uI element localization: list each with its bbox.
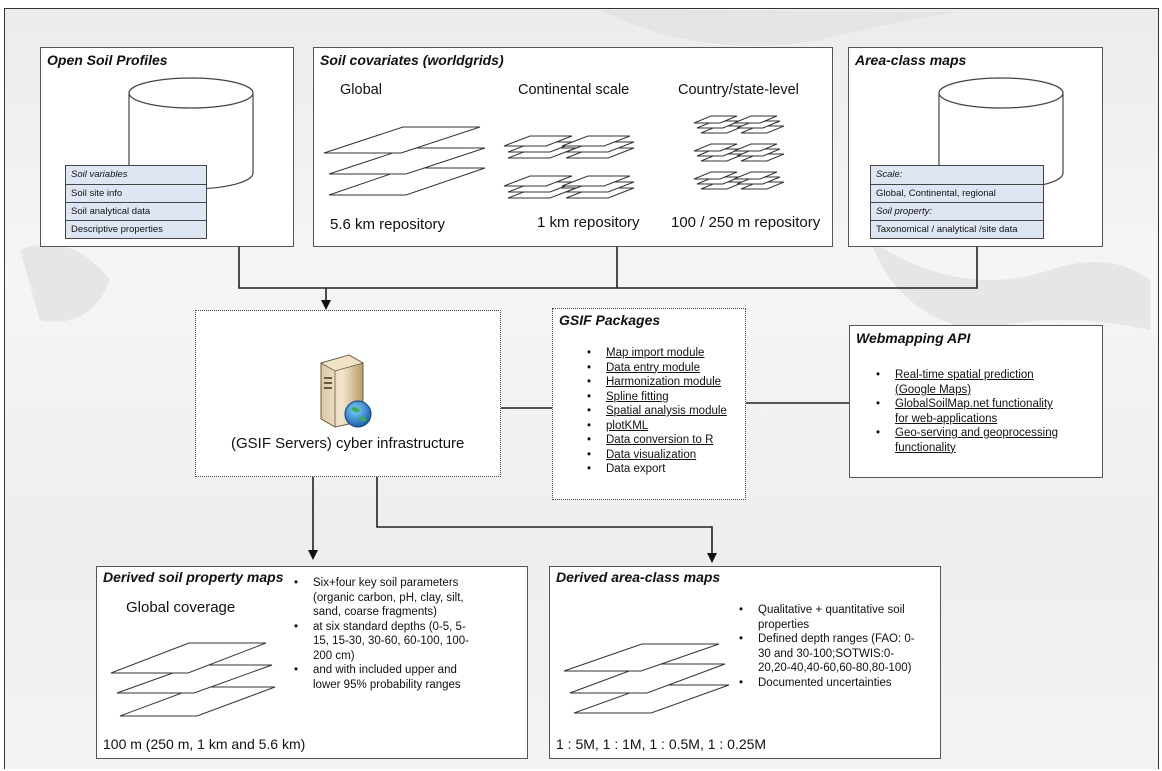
derived-soil-property-maps-title: Derived soil property maps <box>103 569 284 585</box>
gsif-packages-list: Map import module Data entry module Harm… <box>587 346 727 477</box>
table-row: Soil variables <box>71 169 128 180</box>
list-item: Qualitative + quantitative soilpropertie… <box>739 603 915 632</box>
webmapping-api-list: Real-time spatial prediction(Google Maps… <box>876 368 1058 455</box>
covariate-layer-stacks <box>323 115 785 199</box>
servers-label: (GSIF Servers) cyber infrastructure <box>231 435 465 452</box>
country-label: Country/state-level <box>678 82 799 98</box>
area-class-data-table: Scale: Global, Continental, regional Soi… <box>870 165 1044 239</box>
soil-covariates-title: Soil covariates (worldgrids) <box>320 52 504 68</box>
list-item[interactable]: Data conversion to R <box>587 433 727 448</box>
list-item: at six standard depths (0-5, 5-15, 15-30… <box>294 620 469 664</box>
layer-sheet-icon <box>563 643 720 672</box>
table-row: Soil analytical data <box>66 202 206 220</box>
table-row: Scale: <box>876 169 903 180</box>
list-item[interactable]: Spline fitting <box>587 390 727 405</box>
list-item: Defined depth ranges (FAO: 0-30 and 30-1… <box>739 632 915 676</box>
open-soil-profiles-box: Open Soil Profiles Soil variables Soil s… <box>40 47 294 247</box>
open-soil-profiles-title: Open Soil Profiles <box>47 52 168 68</box>
soil-covariates-box: Soil covariates (worldgrids) Global Cont… <box>313 47 833 247</box>
list-item: Data export <box>587 462 727 477</box>
resolution-label: 100 m (250 m, 1 km and 5.6 km) <box>103 736 306 752</box>
layer-sheet-icon <box>573 684 730 714</box>
list-item[interactable]: Data entry module <box>587 361 727 376</box>
table-row: Taxonomical / analytical /site data <box>871 220 1043 238</box>
table-row: Soil site info <box>66 184 206 202</box>
list-item[interactable]: Real-time spatial prediction(Google Maps… <box>876 368 1058 397</box>
global-repository-label: 5.6 km repository <box>330 216 446 233</box>
soil-profile-data-table: Soil variables Soil site info Soil analy… <box>65 165 207 239</box>
derived-area-class-maps-title: Derived area-class maps <box>556 569 721 585</box>
table-row: Global, Continental, regional <box>871 184 1043 202</box>
layer-sheet-icon <box>119 686 276 717</box>
area-class-layer-stack <box>563 643 730 714</box>
continental-repository-label: 1 km repository <box>537 214 640 231</box>
webmapping-api-title: Webmapping API <box>856 330 971 346</box>
layer-sheet-icon <box>110 642 267 674</box>
layer-sheet-icon <box>328 147 486 175</box>
derived-soil-property-maps-box: Derived soil property maps Global covera… <box>96 566 528 759</box>
list-item: Documented uncertainties <box>739 676 915 691</box>
gsif-packages-title: GSIF Packages <box>559 312 661 328</box>
scales-label: 1 : 5M, 1 : 1M, 1 : 0.5M, 1 : 0.25M <box>556 736 767 752</box>
background-map-shapes <box>20 10 1150 330</box>
list-item: Six+four key soil parameters(organic car… <box>294 576 469 620</box>
list-item[interactable]: Map import module <box>587 346 727 361</box>
list-item[interactable]: Data visualization <box>587 448 727 463</box>
list-item[interactable]: Spatial analysis module <box>587 404 727 419</box>
server-globe-icon <box>319 354 372 428</box>
layer-sheet-icon <box>116 664 273 694</box>
connector-server-area <box>376 477 713 553</box>
arrowhead-soil <box>308 550 318 560</box>
gsif-servers-box: (GSIF Servers) cyber infrastructure <box>195 310 501 477</box>
webmapping-api-box: Webmapping API Real-time spatial predict… <box>849 325 1103 478</box>
layer-sheet-icon <box>323 126 481 154</box>
soil-property-layer-stack <box>110 642 276 717</box>
list-item[interactable]: Harmonization module <box>587 375 727 390</box>
arrowhead-server <box>321 300 331 310</box>
connector-profiles <box>238 247 978 289</box>
area-class-maps-box: Area-class maps Scale: Global, Continent… <box>848 47 1103 247</box>
country-repository-label: 100 / 250 m repository <box>671 214 821 231</box>
layer-sheet-icon <box>328 167 486 196</box>
soil-property-features-list: Six+four key soil parameters(organic car… <box>294 576 469 692</box>
table-row: Soil property: <box>871 202 1043 220</box>
arrowhead-area <box>707 553 717 563</box>
list-item[interactable]: Geo-serving and geoprocessingfunctionali… <box>876 426 1058 455</box>
global-label: Global <box>340 82 382 98</box>
global-coverage-label: Global coverage <box>126 599 236 616</box>
gsif-packages-box: GSIF Packages Map import module Data ent… <box>552 308 746 500</box>
area-class-maps-title: Area-class maps <box>855 52 967 68</box>
list-item[interactable]: plotKML <box>587 419 727 434</box>
table-row: Descriptive properties <box>66 220 206 238</box>
continental-label: Continental scale <box>518 82 630 98</box>
area-class-features-list: Qualitative + quantitative soilpropertie… <box>739 603 915 691</box>
derived-area-class-maps-box: Derived area-class maps Qualitative + qu… <box>549 566 941 759</box>
layer-sheet-icon <box>569 663 726 694</box>
